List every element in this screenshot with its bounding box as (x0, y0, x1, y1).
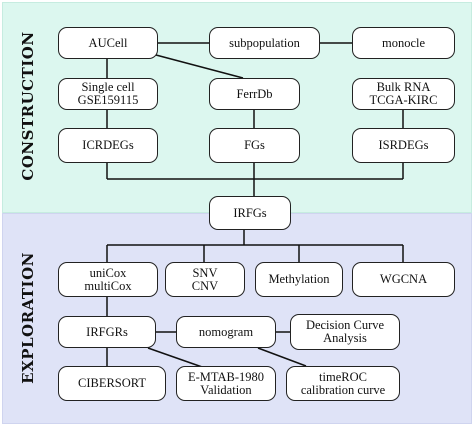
fgs-node: FGs (209, 128, 300, 163)
edge-nomogram-timeroc (257, 347, 307, 367)
monocle-node: monocle (352, 27, 455, 59)
timeroc-node: timeROC calibration curve (286, 366, 400, 401)
icrdegs-node: ICRDEGs (58, 128, 158, 163)
irfgs-node: IRFGs (209, 196, 291, 230)
edge-irfgrs-emtab (147, 347, 206, 369)
ferrdb-node: FerrDb (209, 78, 300, 110)
single-cell-node: Single cell GSE159115 (58, 78, 158, 110)
aucell-node: AUCell (58, 27, 158, 59)
unicox-node: uniCox multiCox (58, 262, 158, 297)
nomogram-node: nomogram (176, 316, 276, 348)
cibersort-node: CIBERSORT (58, 366, 166, 401)
edge-aucell-ferrdb (155, 54, 244, 79)
snv-cnv-node: SNV CNV (165, 262, 245, 297)
emtab-validation-node: E-MTAB-1980 Validation (176, 366, 276, 401)
decision-curve-node: Decision Curve Analysis (290, 314, 400, 350)
isrdegs-node: ISRDEGs (352, 128, 455, 163)
irfgrs-node: IRFGRs (58, 316, 156, 348)
bulk-rna-node: Bulk RNA TCGA-KIRC (352, 78, 455, 110)
wgcna-node: WGCNA (352, 262, 455, 297)
subpopulation-node: subpopulation (209, 27, 320, 59)
methylation-node: Methylation (255, 262, 343, 297)
